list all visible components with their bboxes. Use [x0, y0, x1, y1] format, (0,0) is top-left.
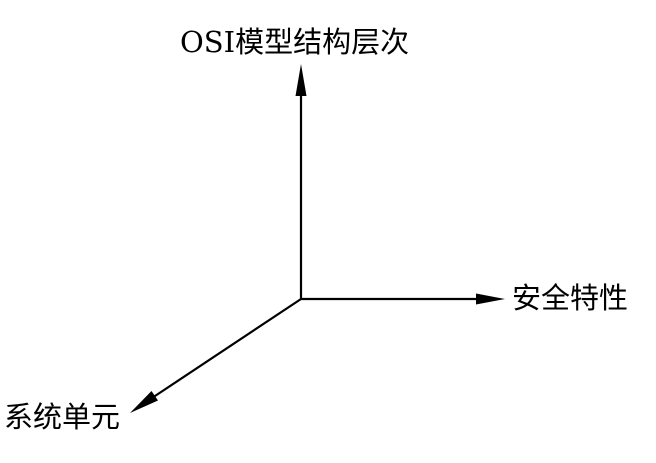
diagonal-axis-label: 系统单元: [4, 400, 121, 434]
horizontal-axis-label: 安全特性: [512, 281, 629, 315]
vertical-axis-label: OSI模型结构层次: [180, 25, 410, 59]
horizontal-axis-arrow: [300, 293, 505, 305]
diagonal-axis-arrow: [130, 298, 302, 413]
vertical-axis-arrow: [295, 64, 307, 299]
